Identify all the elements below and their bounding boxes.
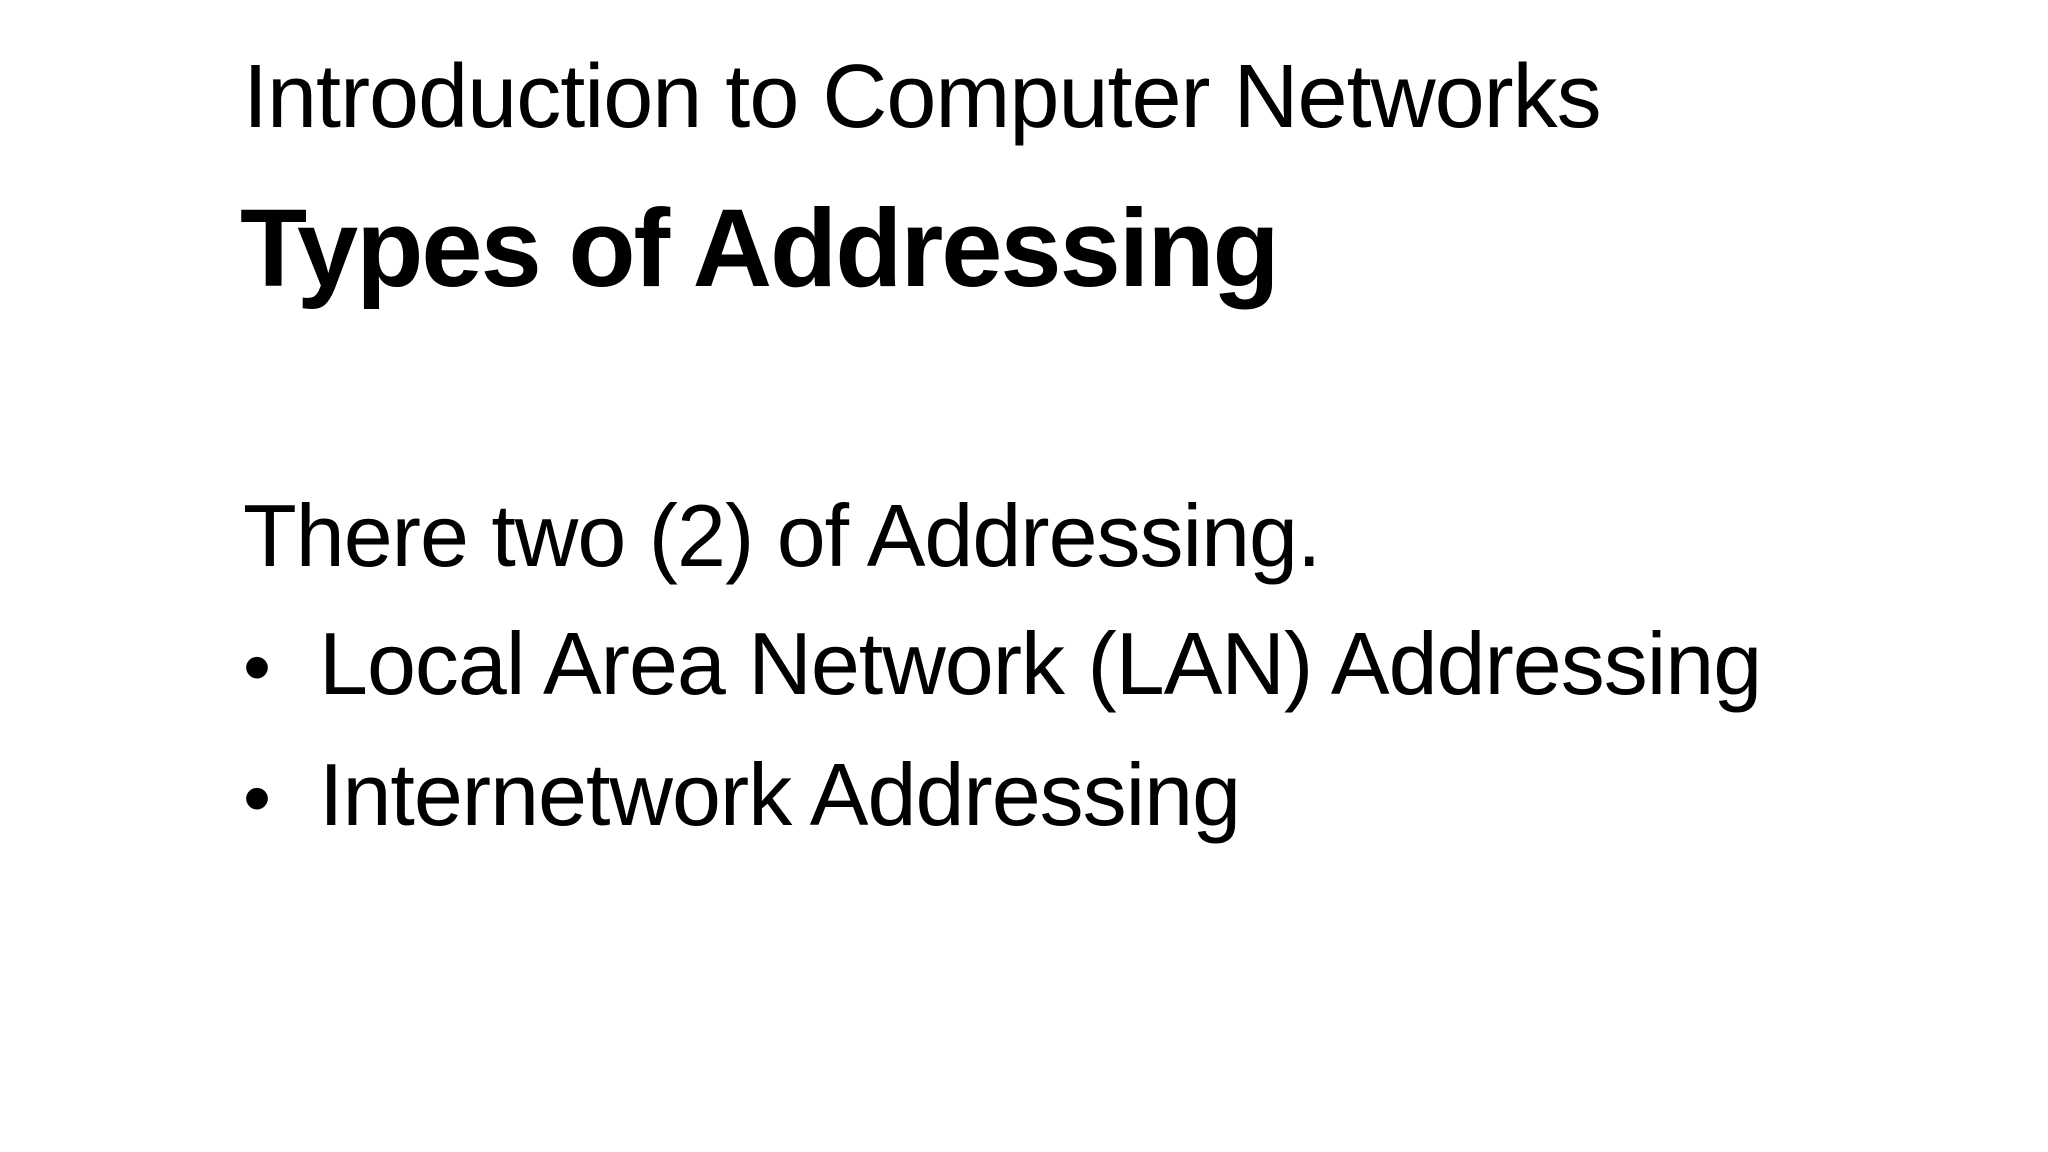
slide-pretitle: Introduction to Computer Networks <box>243 47 1602 147</box>
slide-body: There two (2) of Addressing. • Local Are… <box>243 472 1762 862</box>
bullet-dot-icon: • <box>243 753 271 842</box>
bullet-item-label: Local Area Network (LAN) Addressing <box>319 614 1762 713</box>
bullet-dot-icon: • <box>243 622 271 711</box>
intro-text: There two (2) of Addressing. <box>243 486 1321 585</box>
list-item: • Local Area Network (LAN) Addressing <box>243 600 1762 731</box>
bullet-item-label: Internetwork Addressing <box>319 745 1241 844</box>
list-item: • Internetwork Addressing <box>243 731 1761 862</box>
bullet-list: • Local Area Network (LAN) Addressing • … <box>243 600 1762 862</box>
slide-title: Types of Addressing <box>240 187 1280 310</box>
